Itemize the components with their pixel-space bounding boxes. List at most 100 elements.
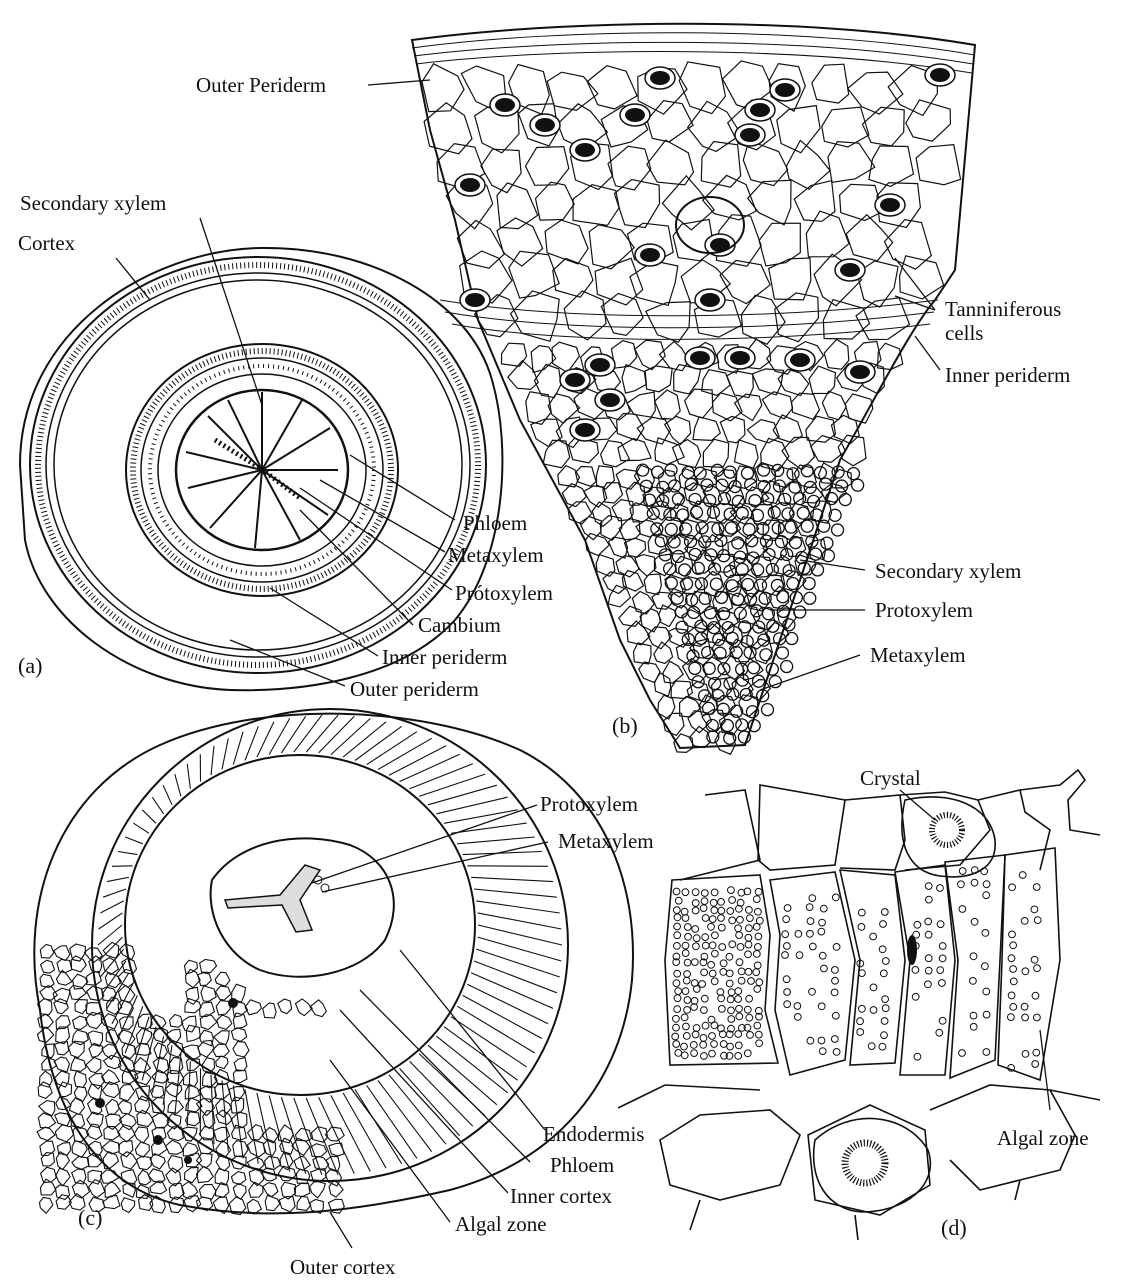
panel-b-cell xyxy=(792,393,820,419)
panel-c-root-cross-section: Protoxylem Metaxylem Endodermis Phloem I… xyxy=(34,709,653,1279)
panel-c-cell xyxy=(69,985,86,999)
panel-b-xylem-vessel xyxy=(680,523,692,535)
panel-d-alga xyxy=(831,1036,838,1043)
panel-b-xylem-vessel xyxy=(804,592,816,604)
panel-b-cell xyxy=(626,482,646,505)
panel-c-radial-line xyxy=(112,866,133,867)
panel-d-alga xyxy=(682,889,689,896)
panel-b-tannin-content xyxy=(535,118,555,132)
panel-b-cell xyxy=(545,220,588,264)
panel-a-tag: (a) xyxy=(18,653,42,678)
panel-d-alga xyxy=(693,1025,700,1032)
panel-d-alga xyxy=(959,868,966,875)
panel-b-tag: (b) xyxy=(612,713,638,738)
panel-b-xylem-vessel xyxy=(852,479,864,491)
panel-d-alga xyxy=(912,967,919,974)
panel-b-xylem-vessel xyxy=(679,564,691,576)
panel-d-alga xyxy=(738,977,745,984)
panel-d-alga xyxy=(746,925,753,932)
panel-d-alga xyxy=(711,907,718,914)
panel-d-alga xyxy=(726,970,733,977)
panel-d-alga xyxy=(702,934,709,941)
panel-d-alga xyxy=(983,1049,990,1056)
panel-d-alga xyxy=(807,930,814,937)
panel-d-alga xyxy=(691,959,698,966)
panel-c-radial-line xyxy=(257,722,274,757)
panel-b-tannin-content xyxy=(790,353,810,367)
label-a-metaxylem: Metaxylem xyxy=(448,543,544,567)
panel-c-cell xyxy=(231,1097,244,1113)
panel-d-alga xyxy=(702,915,709,922)
panel-d-alga xyxy=(880,921,887,928)
panel-d-alga xyxy=(1021,918,1028,925)
panel-d-alga xyxy=(753,896,760,903)
panel-b-cell xyxy=(906,100,951,141)
panel-d-alga xyxy=(718,907,725,914)
panel-d-alga xyxy=(701,890,708,897)
panel-d-alga xyxy=(692,926,699,933)
panel-c-radial-line xyxy=(367,732,417,765)
panel-d-alga xyxy=(913,931,920,938)
panel-b-cell xyxy=(596,555,615,577)
panel-b-xylem-vessel xyxy=(726,580,738,592)
panel-c-cell xyxy=(103,942,119,958)
panel-d-alga xyxy=(700,905,707,912)
label-d-crystal: Crystal xyxy=(860,766,921,790)
panel-b-xylem-vessel xyxy=(724,466,736,478)
panel-b-xylem-vessel xyxy=(748,720,760,732)
panel-c-radial-line xyxy=(476,901,559,913)
panel-d-alga xyxy=(870,984,877,991)
panel-d-alga xyxy=(914,921,921,928)
panel-d-alga xyxy=(692,1031,699,1038)
panel-d-alga xyxy=(693,943,700,950)
panel-d-alga xyxy=(832,967,839,974)
panel-d-alga xyxy=(971,918,978,925)
panel-d-alga xyxy=(925,918,932,925)
panel-d-alga xyxy=(674,995,681,1002)
panel-c-radial-line xyxy=(281,716,305,753)
panel-c-cell xyxy=(105,1182,120,1198)
panel-d-alga xyxy=(970,1023,977,1030)
panel-c-cell xyxy=(184,1196,201,1212)
panel-c-cell xyxy=(73,1016,87,1029)
panel-b-xylem-vessel xyxy=(814,467,826,479)
panel-c-cell xyxy=(197,1167,214,1183)
panel-b-tannin-content xyxy=(590,358,610,372)
panel-d-alga xyxy=(818,1003,825,1010)
panel-d-alga xyxy=(754,986,761,993)
panel-d-alga xyxy=(925,883,932,890)
panel-c-cell xyxy=(150,1154,165,1169)
panel-d-alga xyxy=(832,1012,839,1019)
panel-b-xylem-vessel xyxy=(755,579,767,591)
panel-b-cell xyxy=(828,142,875,183)
panel-d-alga xyxy=(818,928,825,935)
panel-b-tannin-content xyxy=(625,108,645,122)
panel-d-alga xyxy=(807,1037,814,1044)
panel-d-alga xyxy=(958,881,965,888)
panel-d-alga xyxy=(738,968,745,975)
panel-d-alga xyxy=(859,1005,866,1012)
panel-c-cell xyxy=(118,985,134,1002)
panel-d-alga xyxy=(807,918,814,925)
panel-b-xylem-vessel xyxy=(682,466,694,478)
panel-d-alga xyxy=(736,905,743,912)
panel-d-alga xyxy=(709,1050,716,1057)
panel-c-cell xyxy=(72,1140,87,1157)
panel-c-cell xyxy=(247,1199,261,1214)
panel-b-xylem-vessel xyxy=(690,506,702,518)
panel-b-cell xyxy=(723,656,745,680)
panel-b-tannin-content xyxy=(880,198,900,212)
panel-d-alga xyxy=(693,935,700,942)
panel-b-cell xyxy=(777,106,820,153)
panel-c-cell xyxy=(200,1015,217,1030)
panel-b-cell xyxy=(693,417,720,441)
panel-c-radial-line xyxy=(187,764,190,789)
panel-d-alga xyxy=(735,996,742,1003)
panel-b-leader-lines xyxy=(368,80,940,690)
panel-d-alga xyxy=(1008,955,1015,962)
panel-c-cell xyxy=(214,1031,230,1045)
panel-b-xylem-vessel xyxy=(732,495,744,507)
panel-b-cell xyxy=(762,392,792,419)
panel-c-cell xyxy=(297,1197,311,1211)
panel-c-radial-line xyxy=(474,889,557,897)
